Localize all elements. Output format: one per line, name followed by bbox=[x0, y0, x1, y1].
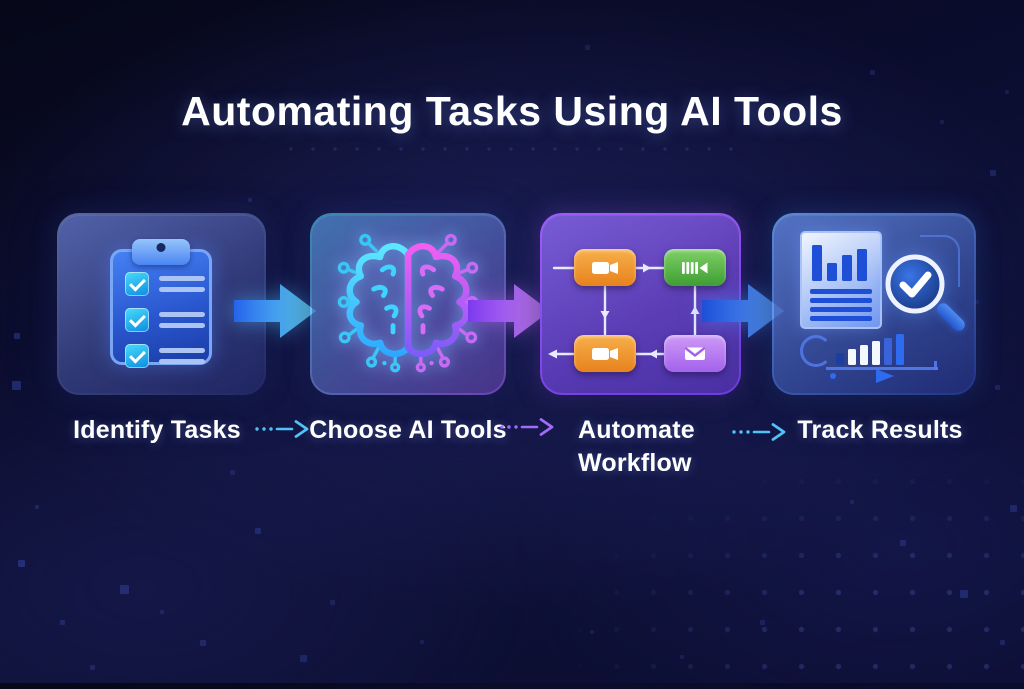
clipboard-clip bbox=[132, 239, 190, 265]
magnifier-check-icon bbox=[885, 254, 945, 314]
clipboard-body bbox=[110, 249, 212, 368]
video-camera-icon bbox=[591, 261, 618, 274]
step-label-choose-ai-tools: Choose AI Tools bbox=[309, 416, 507, 444]
checklist-row bbox=[125, 272, 205, 296]
step-label-track-results: Track Results bbox=[797, 416, 963, 444]
checklist-row bbox=[125, 308, 205, 332]
brain-left-hemisphere bbox=[346, 243, 412, 357]
report-document-icon bbox=[800, 231, 882, 329]
bar-chart-icon bbox=[812, 241, 867, 281]
envelope-check-icon bbox=[684, 347, 706, 360]
dotted-row-decoration bbox=[280, 138, 750, 168]
checkbox-checked-icon bbox=[125, 272, 149, 296]
step-label-automate-workflow: Automate Workflow bbox=[578, 416, 695, 477]
flowchart-connectors bbox=[548, 263, 700, 359]
arrow-right-icon bbox=[702, 284, 784, 338]
film-stripes-icon bbox=[682, 261, 708, 274]
triangle-decoration bbox=[876, 369, 894, 383]
checkbox-checked-icon bbox=[125, 308, 149, 332]
arrow-right-icon bbox=[468, 284, 550, 338]
video-camera-icon bbox=[591, 347, 618, 360]
step-card-track-results bbox=[772, 213, 976, 395]
brain-folds-left bbox=[371, 264, 399, 335]
flow-node-render bbox=[664, 249, 726, 286]
ai-brain-icon bbox=[337, 233, 479, 373]
axis-tick bbox=[934, 361, 937, 370]
clipboard-checklist-icon bbox=[110, 239, 212, 368]
flow-node-deliver bbox=[664, 335, 726, 372]
page-title: Automating Tasks Using AI Tools bbox=[181, 88, 843, 134]
axis-line bbox=[826, 367, 938, 370]
brain-right-hemisphere bbox=[404, 243, 470, 357]
checklist-row bbox=[125, 344, 205, 368]
arrow-right-icon bbox=[234, 284, 316, 338]
dashed-arrow-icon bbox=[255, 420, 309, 438]
dashed-arrow-icon bbox=[732, 423, 786, 441]
step-label-identify-tasks: Identify Tasks bbox=[73, 416, 241, 444]
brain-folds-right bbox=[417, 264, 445, 335]
checkbox-checked-icon bbox=[125, 344, 149, 368]
corner-line-decoration bbox=[920, 235, 960, 287]
step-card-identify-tasks bbox=[57, 213, 266, 395]
flow-node-video bbox=[574, 249, 636, 286]
dashed-arrow-icon bbox=[500, 418, 554, 436]
dot-decoration bbox=[830, 373, 836, 379]
flow-node-video2 bbox=[574, 335, 636, 372]
arc-decoration bbox=[800, 335, 832, 367]
mini-bar-chart-icon bbox=[836, 327, 904, 365]
